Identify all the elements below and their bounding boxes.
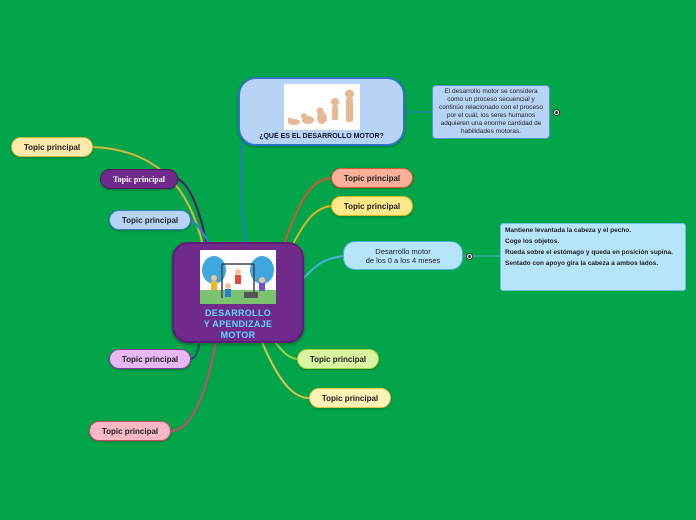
connector-t8 (274, 341, 298, 360)
topic-label: Topic principal (113, 174, 165, 184)
question-topic[interactable]: ¿QUÉ ES EL DESARROLLO MOTOR? (238, 77, 405, 146)
baby-development-stages-image (283, 84, 360, 130)
development-title: Desarrollo motor de los 0 a los 4 meses (365, 246, 441, 265)
milestone-item: Sentado con apoyo gira la cabeza a ambos… (505, 260, 659, 267)
connector-question (240, 139, 247, 245)
connector-t9 (261, 341, 310, 399)
milestone-item: Mantiene levantada la cabeza y el pecho. (505, 227, 632, 234)
definition-note[interactable]: El desarrollo motor se considera como un… (432, 85, 550, 139)
milestone-item: Coge los objetos. (505, 238, 560, 245)
topic-label: Topic principal (101, 426, 159, 436)
topic-label: Topic principal (343, 173, 401, 183)
topic-label: Topic principal (321, 393, 379, 403)
topic-label: Topic principal (23, 142, 81, 152)
topic-label: Topic principal (121, 354, 179, 364)
topic-principal[interactable]: Topic principal (331, 168, 413, 188)
topic-principal[interactable]: Topic principal (309, 388, 391, 408)
connector-t5 (170, 341, 217, 432)
development-topic[interactable]: Desarrollo motor de los 0 a los 4 meses (343, 241, 463, 270)
question-title: ¿QUÉ ES EL DESARROLLO MOTOR? (259, 133, 384, 140)
topic-label: Topic principal (309, 354, 367, 364)
topic-label: Topic principal (121, 215, 179, 225)
connector-t1 (92, 146, 204, 247)
topic-principal[interactable]: Topic principal (331, 196, 413, 216)
topic-principal[interactable]: Topic principal (109, 210, 191, 230)
connector-t6 (282, 177, 332, 247)
definition-text: El desarrollo motor se considera como un… (438, 88, 544, 135)
children-playing-image (200, 250, 276, 304)
topic-principal[interactable]: Topic principal (11, 137, 93, 157)
topic-principal[interactable]: Topic principal (89, 421, 171, 441)
central-title: DESARROLLO Y APENDIZAJE MOTOR (203, 308, 273, 340)
milestone-item: Rueda sobre el estómago y queda en posic… (505, 249, 673, 256)
topic-principal[interactable]: Topic principal (297, 349, 379, 369)
central-topic[interactable]: DESARROLLO Y APENDIZAJE MOTOR (172, 242, 304, 343)
milestones-note[interactable]: Mantiene levantada la cabeza y el pecho.… (500, 223, 686, 291)
topic-label: Topic principal (343, 201, 401, 211)
topic-principal[interactable]: Topic principal (109, 349, 191, 369)
topic-principal[interactable]: Topic principal (100, 169, 178, 189)
note-icon[interactable] (553, 109, 560, 116)
connector-development (303, 255, 344, 279)
note-icon[interactable] (466, 253, 473, 260)
